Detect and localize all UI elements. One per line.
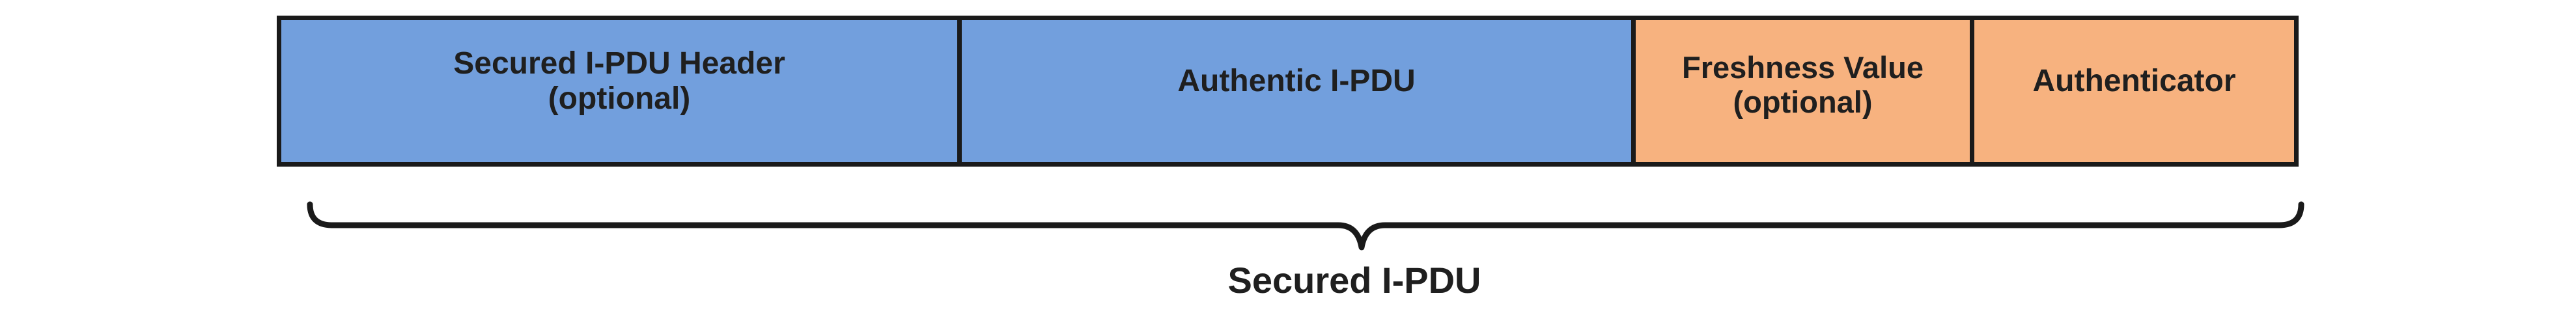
field-freshness-value-label: Freshness Value (optional) — [1682, 50, 1924, 119]
field-authenticator-label: Authenticator — [2032, 64, 2236, 99]
field-authentic-ipdu: Authentic I-PDU — [957, 20, 1631, 162]
secured-ipdu-caption: Secured I-PDU — [1227, 260, 1481, 301]
field-authenticator: Authenticator — [1970, 20, 2294, 162]
field-secured-ipdu-header-label: Secured I-PDU Header (optional) — [453, 46, 785, 116]
field-secured-ipdu-header: Secured I-PDU Header (optional) — [281, 20, 957, 162]
curly-brace-path — [307, 201, 2304, 251]
curly-brace — [307, 201, 2304, 251]
secured-ipdu-structure: Secured I-PDU Header (optional) Authenti… — [277, 16, 2299, 167]
field-freshness-value: Freshness Value (optional) — [1631, 20, 1970, 162]
field-authentic-ipdu-label: Authentic I-PDU — [1177, 64, 1416, 99]
